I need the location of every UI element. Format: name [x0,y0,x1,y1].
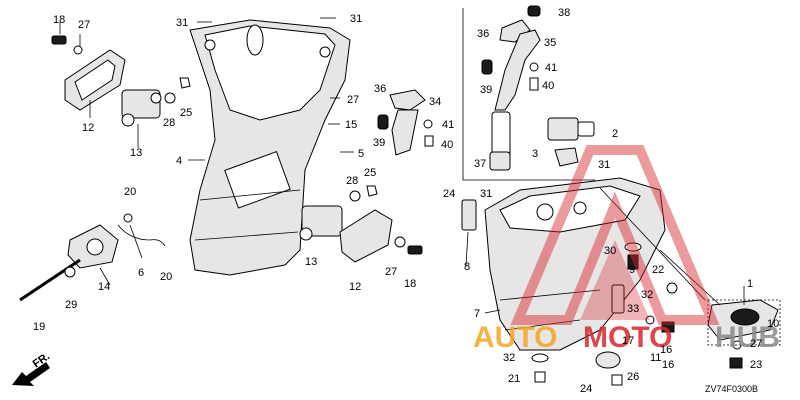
strainer [461,199,625,314]
callout-label: 31 [598,159,610,171]
callout-label: 19 [33,321,45,333]
watermark-text-2: MOTO [583,321,672,354]
lower-case [484,177,666,351]
bracket-right [547,117,595,167]
callout-label: 26 [627,371,639,383]
water-tube-lower [377,89,434,156]
callout-label: 12 [82,122,94,134]
callout-label: 28 [346,175,358,187]
callout-label: 29 [65,299,77,311]
diagram-code: ZV74F0300B [705,384,758,394]
callout-label: 7 [474,308,480,320]
watermark-text-3: HUB [715,321,780,354]
watermark: AUTO MOTO HUB [473,145,780,354]
callout-label: 31 [350,13,362,25]
mount-rubber-lower [299,205,343,241]
callout-label: 27 [347,94,359,106]
callout-label: 24 [443,188,455,200]
callout-label: 4 [176,155,182,167]
callout-label: 6 [138,267,144,279]
small-bolts-left [51,35,191,104]
callout-label: 8 [464,261,470,273]
callout-label: 21 [508,373,520,385]
callout-label: 9 [629,264,635,276]
callout-label: 18 [53,14,65,26]
callout-label: 2 [612,128,618,140]
mount-cover-upper [64,49,126,111]
anode-and-washers [531,242,678,386]
callout-label: 32 [503,352,515,364]
callout-label: 14 [98,281,110,293]
watermark-text-1: AUTO [473,321,557,354]
front-arrow: FR. [12,350,52,386]
callout-label: 25 [180,107,192,119]
callout-label: 16 [660,344,672,356]
callout-label: 3 [532,148,538,160]
callout-label: 5 [358,148,364,160]
callout-label: 36 [374,83,386,95]
callout-label: 13 [305,256,317,268]
callout-label: 12 [349,281,361,293]
callout-label: 38 [558,7,570,19]
callout-labels: 1 2 3 4 5 6 7 8 9 10 11 12 12 13 13 14 1… [33,7,779,395]
mount-cover-lower [339,185,423,263]
callout-label: 40 [441,139,453,151]
callout-label: 39 [373,137,385,149]
extension-case [189,19,351,276]
leader-lines [59,17,745,314]
callout-label: 40 [542,80,554,92]
callout-label: 15 [345,119,357,131]
callout-label: 31 [480,188,492,200]
callout-label: 23 [750,359,762,371]
callout-label: 31 [176,17,188,29]
callout-label: 20 [160,271,172,283]
inset-frame [462,5,595,181]
callout-label: 34 [429,96,441,108]
mount-bracket-lower-left [19,213,166,302]
callout-label: 22 [652,264,664,276]
callout-label: 41 [545,62,557,74]
callout-label: 28 [163,117,175,129]
callout-label: 41 [442,119,454,131]
callout-label: 30 [604,245,616,257]
callout-label: 17 [622,335,634,347]
callout-label: 10 [767,318,779,330]
callout-label: 35 [544,37,556,49]
callout-label: 27 [78,19,90,31]
callout-label: 33 [627,303,639,315]
trim-tab [707,299,781,369]
callout-label: 36 [477,28,489,40]
callout-label: 11 [650,352,661,364]
callout-label: 39 [480,84,492,96]
callout-label: 27 [750,338,762,350]
callout-label: 27 [385,266,397,278]
callout-label: 1 [747,278,753,290]
callout-label: 37 [474,158,486,170]
callout-label: 16 [662,359,674,371]
callout-label: 24 [580,383,592,395]
callout-label: 25 [364,167,376,179]
callout-label: 18 [404,278,416,290]
callout-label: 32 [641,289,653,301]
callout-label: 13 [130,147,142,159]
callout-label: 20 [124,186,136,198]
mount-rubber-upper [121,89,162,127]
